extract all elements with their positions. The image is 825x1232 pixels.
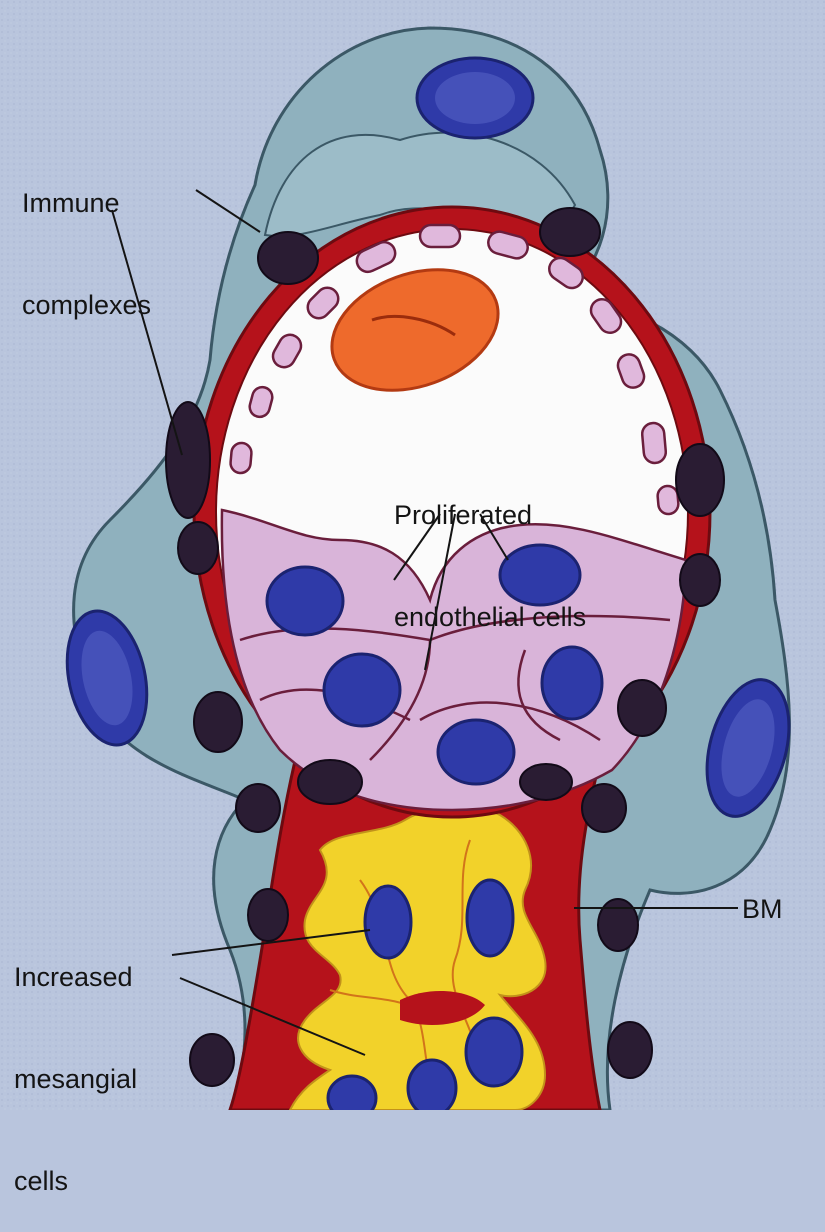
label-mesangial-line3: cells — [14, 1164, 137, 1198]
label-bm: BM — [742, 892, 783, 926]
glomerular-capillary-diagram: Immune complexes Proliferated endothelia… — [0, 0, 825, 1110]
label-endothelial-line2: endothelial cells — [394, 600, 586, 634]
mesangial-nucleus — [466, 1018, 522, 1086]
label-mesangial-line1: Increased — [14, 960, 137, 994]
label-immune-complexes-line2: complexes — [22, 288, 151, 322]
label-endothelial-line1: Proliferated — [394, 498, 586, 532]
endothelial-nucleus — [324, 654, 400, 726]
endothelial-nucleus — [267, 567, 343, 635]
mesangial-nucleus — [328, 1076, 376, 1110]
label-increased-mesangial: Increased mesangial cells — [14, 892, 137, 1232]
mesangial-nucleus — [467, 880, 513, 956]
mesangial-nucleus — [365, 886, 411, 958]
mesangial-nucleus — [408, 1060, 456, 1110]
label-immune-complexes-line1: Immune — [22, 186, 151, 220]
label-mesangial-line2: mesangial — [14, 1062, 137, 1096]
podocyte-nucleus — [435, 72, 515, 124]
endothelial-nucleus — [438, 720, 514, 784]
label-proliferated-endothelial: Proliferated endothelial cells — [394, 430, 586, 668]
label-immune-complexes: Immune complexes — [22, 118, 151, 356]
